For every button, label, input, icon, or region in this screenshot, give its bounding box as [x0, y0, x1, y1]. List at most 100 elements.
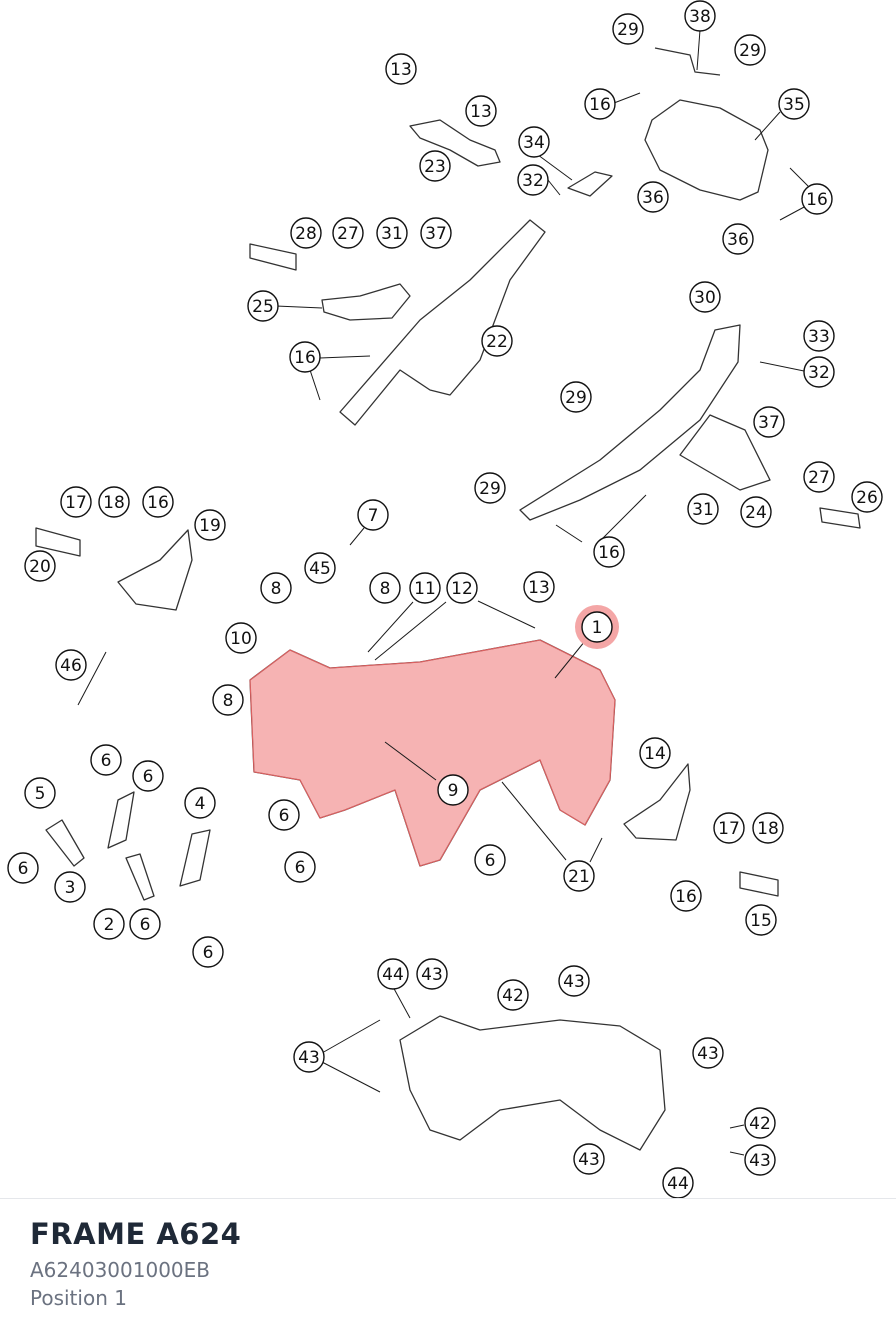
callout-circle — [142, 486, 174, 518]
callout-6[interactable]: 6 — [90, 744, 122, 776]
callout-23[interactable]: 23 — [419, 150, 451, 182]
callout-9[interactable]: 9 — [437, 774, 469, 806]
callout-13[interactable]: 13 — [465, 95, 497, 127]
callout-33[interactable]: 33 — [803, 320, 835, 352]
callout-6[interactable]: 6 — [268, 799, 300, 831]
callout-label: 16 — [147, 493, 169, 513]
callout-38[interactable]: 38 — [684, 0, 716, 32]
callout-42[interactable]: 42 — [497, 979, 529, 1011]
callout-circle — [563, 860, 595, 892]
callout-circle — [744, 1107, 776, 1139]
callout-8[interactable]: 8 — [212, 684, 244, 716]
callout-20[interactable]: 20 — [24, 550, 56, 582]
callout-22[interactable]: 22 — [481, 325, 513, 357]
callout-8[interactable]: 8 — [369, 572, 401, 604]
callout-29[interactable]: 29 — [474, 472, 506, 504]
callout-32[interactable]: 32 — [803, 356, 835, 388]
callout-circle — [184, 787, 216, 819]
callout-label: 20 — [29, 557, 51, 577]
callout-29[interactable]: 29 — [612, 13, 644, 45]
callout-label: 16 — [589, 95, 611, 115]
callout-43[interactable]: 43 — [692, 1037, 724, 1069]
callout-27[interactable]: 27 — [332, 217, 364, 249]
callout-16[interactable]: 16 — [142, 486, 174, 518]
callout-label: 32 — [522, 171, 544, 191]
callout-37[interactable]: 37 — [420, 217, 452, 249]
callout-label: 17 — [65, 493, 87, 513]
callout-11[interactable]: 11 — [409, 572, 441, 604]
callout-label: 13 — [390, 60, 412, 80]
callout-43[interactable]: 43 — [744, 1144, 776, 1176]
callout-16[interactable]: 16 — [593, 536, 625, 568]
callout-circle — [293, 1041, 325, 1073]
callout-circle — [581, 611, 613, 643]
callout-6[interactable]: 6 — [474, 844, 506, 876]
callout-26[interactable]: 26 — [851, 481, 883, 513]
callout-36[interactable]: 36 — [722, 223, 754, 255]
callout-12[interactable]: 12 — [446, 572, 478, 604]
callout-6[interactable]: 6 — [192, 936, 224, 968]
callout-3[interactable]: 3 — [54, 871, 86, 903]
callout-14[interactable]: 14 — [639, 737, 671, 769]
callout-7[interactable]: 7 — [357, 499, 389, 531]
callout-6[interactable]: 6 — [129, 908, 161, 940]
callout-16[interactable]: 16 — [801, 183, 833, 215]
callout-37[interactable]: 37 — [753, 406, 785, 438]
callout-circle — [268, 799, 300, 831]
callout-label: 10 — [230, 629, 252, 649]
callout-28[interactable]: 28 — [290, 217, 322, 249]
callout-6[interactable]: 6 — [132, 760, 164, 792]
callout-label: 43 — [578, 1150, 600, 1170]
callout-17[interactable]: 17 — [713, 812, 745, 844]
callout-label: 6 — [279, 806, 290, 826]
callout-43[interactable]: 43 — [293, 1041, 325, 1073]
callout-label: 6 — [295, 858, 306, 878]
callout-36[interactable]: 36 — [637, 181, 669, 213]
callout-label: 29 — [565, 388, 587, 408]
callout-16[interactable]: 16 — [670, 880, 702, 912]
callout-18[interactable]: 18 — [752, 812, 784, 844]
callout-circle — [290, 217, 322, 249]
callout-16[interactable]: 16 — [289, 341, 321, 373]
callout-18[interactable]: 18 — [98, 486, 130, 518]
callout-label: 16 — [598, 543, 620, 563]
callout-6[interactable]: 6 — [7, 852, 39, 884]
callout-2[interactable]: 2 — [93, 908, 125, 940]
callout-8[interactable]: 8 — [260, 572, 292, 604]
callout-35[interactable]: 35 — [778, 88, 810, 120]
callout-31[interactable]: 31 — [376, 217, 408, 249]
callout-15[interactable]: 15 — [745, 904, 777, 936]
callout-13[interactable]: 13 — [523, 571, 555, 603]
callout-43[interactable]: 43 — [558, 965, 590, 997]
callout-19[interactable]: 19 — [194, 509, 226, 541]
callout-5[interactable]: 5 — [24, 777, 56, 809]
callout-circle — [289, 341, 321, 373]
callout-44[interactable]: 44 — [662, 1167, 694, 1198]
callout-44[interactable]: 44 — [377, 958, 409, 990]
callout-45[interactable]: 45 — [304, 552, 336, 584]
callout-25[interactable]: 25 — [247, 290, 279, 322]
callout-1[interactable]: 1 — [575, 605, 619, 649]
callout-31[interactable]: 31 — [687, 493, 719, 525]
callout-label: 6 — [101, 751, 112, 771]
callout-29[interactable]: 29 — [734, 34, 766, 66]
callout-16[interactable]: 16 — [584, 88, 616, 120]
callout-27[interactable]: 27 — [803, 461, 835, 493]
callout-label: 36 — [727, 230, 749, 250]
callout-10[interactable]: 10 — [225, 622, 257, 654]
callout-label: 24 — [745, 503, 767, 523]
callout-34[interactable]: 34 — [518, 126, 550, 158]
callout-29[interactable]: 29 — [560, 381, 592, 413]
callout-32[interactable]: 32 — [517, 164, 549, 196]
callout-43[interactable]: 43 — [573, 1143, 605, 1175]
callout-6[interactable]: 6 — [284, 851, 316, 883]
callout-24[interactable]: 24 — [740, 496, 772, 528]
callout-43[interactable]: 43 — [416, 958, 448, 990]
callout-46[interactable]: 46 — [55, 649, 87, 681]
callout-30[interactable]: 30 — [689, 281, 721, 313]
callout-17[interactable]: 17 — [60, 486, 92, 518]
callout-13[interactable]: 13 — [385, 53, 417, 85]
callout-21[interactable]: 21 — [563, 860, 595, 892]
callout-4[interactable]: 4 — [184, 787, 216, 819]
callout-42[interactable]: 42 — [744, 1107, 776, 1139]
